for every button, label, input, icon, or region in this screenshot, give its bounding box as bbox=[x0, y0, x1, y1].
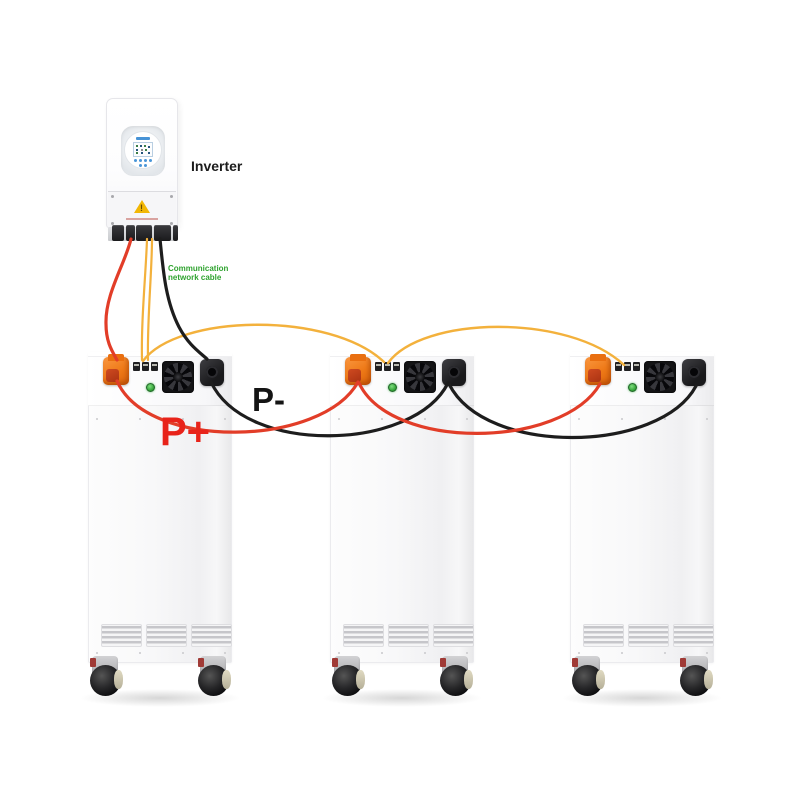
caster-wheel bbox=[197, 656, 231, 698]
vent-grille bbox=[146, 624, 187, 647]
warning-triangle-icon: ! bbox=[134, 200, 150, 213]
positive-terminal-connector bbox=[345, 354, 371, 385]
terminal-block bbox=[136, 225, 152, 241]
inverter-lcd bbox=[133, 142, 153, 157]
vent-grille bbox=[628, 624, 669, 647]
status-led bbox=[388, 383, 397, 392]
comm-port-group bbox=[133, 362, 158, 371]
comm-port bbox=[375, 362, 382, 371]
comm-port bbox=[615, 362, 622, 371]
status-led bbox=[146, 383, 155, 392]
inverter-logo-bar bbox=[136, 137, 150, 140]
inverter-label: Inverter bbox=[191, 158, 243, 174]
screw bbox=[170, 195, 173, 198]
caster-wheel bbox=[571, 656, 605, 698]
p-minus-label: P- bbox=[252, 381, 285, 418]
comm-port bbox=[633, 362, 640, 371]
button-dot bbox=[139, 159, 142, 162]
warning-label-text-line bbox=[126, 218, 158, 220]
fan-hub bbox=[415, 372, 425, 382]
battery-1 bbox=[80, 352, 240, 707]
vent-grilles bbox=[101, 624, 232, 647]
vent-grilles bbox=[583, 624, 714, 647]
comm-port bbox=[393, 362, 400, 371]
vent-grille bbox=[433, 624, 474, 647]
inverter-p-plus-cable bbox=[104, 237, 133, 362]
floor-shadow bbox=[80, 689, 240, 707]
comm-port bbox=[384, 362, 391, 371]
positive-terminal-connector bbox=[103, 354, 129, 385]
exclamation-mark: ! bbox=[140, 203, 143, 213]
inverter-p-minus-cable bbox=[158, 237, 209, 361]
inverter-comm-cable-strand-b bbox=[146, 237, 154, 362]
negative-terminal-connector bbox=[200, 359, 224, 386]
comm-port bbox=[133, 362, 140, 371]
button-dot bbox=[144, 164, 147, 167]
vent-grille bbox=[191, 624, 232, 647]
battery-2 bbox=[322, 352, 482, 707]
cooling-fan bbox=[644, 361, 676, 393]
terminal-block bbox=[173, 225, 178, 241]
comm-port bbox=[151, 362, 158, 371]
negative-terminal-connector bbox=[442, 359, 466, 386]
vent-grille bbox=[583, 624, 624, 647]
comm-port bbox=[142, 362, 149, 371]
communication-cable-label-line2: network cable bbox=[168, 273, 222, 282]
screw-row bbox=[330, 418, 474, 420]
button-dot bbox=[134, 159, 137, 162]
screw-row bbox=[570, 652, 714, 654]
screw bbox=[170, 222, 173, 225]
negative-terminal-connector bbox=[682, 359, 706, 386]
comm-port-group bbox=[375, 362, 400, 371]
battery-lid-edge bbox=[570, 352, 714, 357]
lcd-pixels bbox=[136, 145, 138, 147]
communication-cable-label: Communication network cable bbox=[168, 264, 228, 282]
floor-shadow bbox=[562, 689, 722, 707]
vent-grille bbox=[673, 624, 714, 647]
comm-port bbox=[624, 362, 631, 371]
inverter-buttons-row1 bbox=[134, 159, 152, 162]
screw bbox=[111, 195, 114, 198]
floor-shadow bbox=[322, 689, 482, 707]
p-plus-label: P+ bbox=[160, 410, 211, 454]
battery-3 bbox=[562, 352, 722, 707]
vent-grilles bbox=[343, 624, 474, 647]
comm-port-group bbox=[615, 362, 640, 371]
status-led bbox=[628, 383, 637, 392]
screw-row bbox=[570, 418, 714, 420]
terminal-block bbox=[154, 225, 171, 241]
caster-wheel bbox=[439, 656, 473, 698]
button-dot bbox=[149, 159, 152, 162]
inverter-lower-panel: ! bbox=[108, 191, 176, 229]
cooling-fan bbox=[162, 361, 194, 393]
screw bbox=[111, 222, 114, 225]
caster-wheel bbox=[89, 656, 123, 698]
inverter-body: ! bbox=[106, 98, 178, 241]
vent-grille bbox=[343, 624, 384, 647]
screw-row bbox=[88, 652, 232, 654]
vent-grille bbox=[101, 624, 142, 647]
inverter-buttons-row2 bbox=[139, 164, 147, 167]
inverter-comm-cable-strand-a bbox=[140, 237, 149, 362]
fan-hub bbox=[173, 372, 183, 382]
inverter-display-bezel bbox=[121, 126, 165, 176]
inverter-display-screen bbox=[124, 131, 162, 169]
cooling-fan bbox=[404, 361, 436, 393]
button-dot bbox=[139, 164, 142, 167]
caster-wheel bbox=[679, 656, 713, 698]
communication-cable-label-line1: Communication bbox=[168, 264, 229, 273]
screw-row bbox=[330, 652, 474, 654]
positive-terminal-connector bbox=[585, 354, 611, 385]
button-dot bbox=[144, 159, 147, 162]
fan-hub bbox=[655, 372, 665, 382]
caster-wheel bbox=[331, 656, 365, 698]
vent-grille bbox=[388, 624, 429, 647]
terminal-block bbox=[126, 225, 135, 241]
terminal-block bbox=[112, 225, 124, 241]
inverter-terminal-strip bbox=[108, 225, 178, 241]
inverter: ! bbox=[106, 98, 178, 243]
